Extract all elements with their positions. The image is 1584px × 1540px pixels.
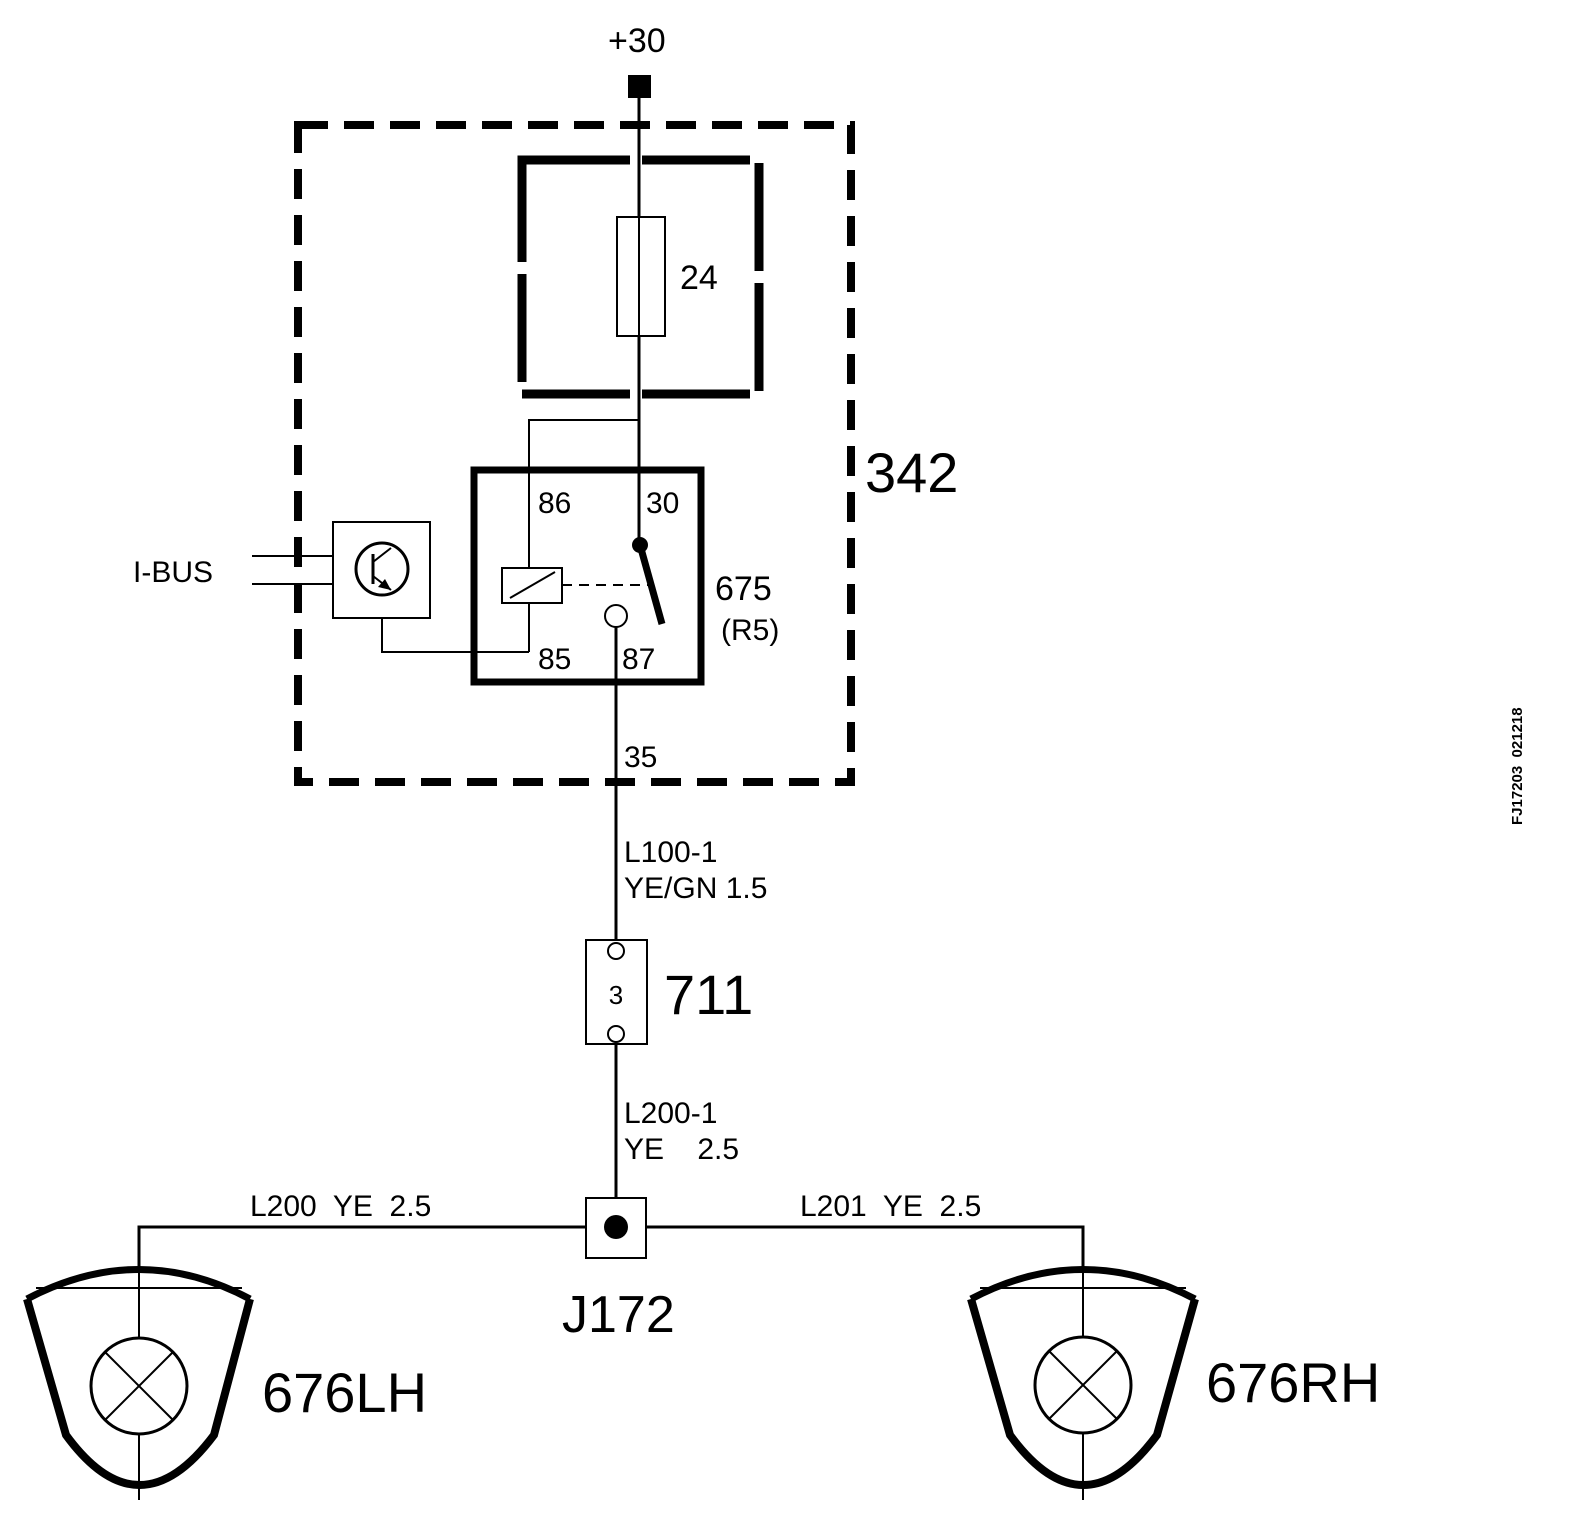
transistor-icon: [354, 541, 410, 597]
wire-l200-label: L200 YE 2.5: [250, 1190, 431, 1223]
output-pin-35: 35: [624, 741, 657, 774]
wire-l201-label: L201 YE 2.5: [800, 1190, 981, 1223]
relay-coil-stroke: [509, 571, 556, 599]
connector-pin-bottom: [607, 1025, 625, 1043]
figure-code: FJ17203 021218: [1509, 707, 1526, 825]
wire-l100-spec: YE/GN 1.5: [624, 872, 767, 905]
lamp-right: [967, 1266, 1199, 1500]
driver-to-85-wire: [381, 618, 529, 653]
wire-l200-1-id: L200-1: [624, 1097, 717, 1130]
junction-node: [604, 1215, 628, 1239]
relay-switch-arm: [636, 544, 666, 625]
relay-pin-30: 30: [646, 487, 679, 520]
connector-pin-top: [607, 942, 625, 960]
transistor-driver-box: [332, 521, 431, 619]
relay-pin-87: 87: [622, 643, 655, 676]
supply-label: +30: [608, 22, 666, 60]
junction-id: J172: [562, 1286, 675, 1344]
fuse-number: 24: [680, 259, 718, 297]
connector-pin-number: 3: [609, 980, 623, 1010]
transistor-arrow: [378, 579, 391, 590]
ibus-label: I-BUS: [133, 556, 213, 589]
coil-feed-wire: [528, 419, 639, 568]
fuse-box: [517, 155, 764, 399]
wire-l100-id: L100-1: [624, 836, 717, 869]
module-342-border: [294, 121, 855, 786]
relay-ref: (R5): [721, 614, 779, 647]
relay-pin-85: 85: [538, 643, 571, 676]
fuse-symbol: [616, 216, 666, 337]
wire-l200-left: [137, 1225, 586, 1272]
wire-l200-1-spec: YE 2.5: [624, 1133, 739, 1166]
relay-box: [470, 466, 705, 686]
lamp-right-label: 676RH: [1206, 1351, 1380, 1414]
lamp-left: [23, 1266, 254, 1500]
relay-pin-86: 86: [538, 487, 571, 520]
supply-terminal: [628, 75, 651, 98]
transistor-collector: [372, 547, 392, 563]
connector-id: 711: [664, 963, 753, 1026]
wire-l201-right: [646, 1225, 1085, 1272]
module-id: 342: [865, 441, 958, 504]
lamp-left-label: 676LH: [262, 1361, 427, 1424]
relay-id: 675: [715, 570, 772, 608]
relay-contact-87: [604, 604, 628, 628]
